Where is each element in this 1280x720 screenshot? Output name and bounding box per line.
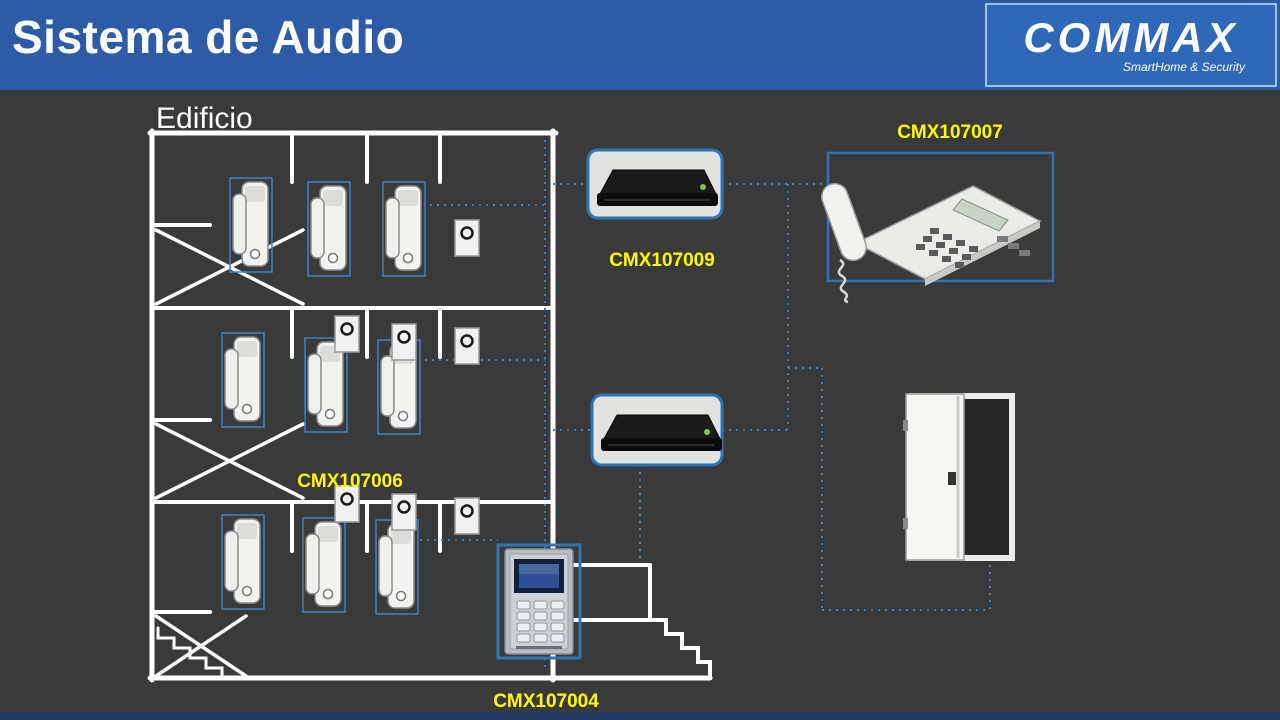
label-guard-phone: CMX107007: [897, 122, 1003, 143]
junction-box: [453, 218, 481, 258]
door-icon: [903, 393, 1015, 561]
intercom-handset: [221, 332, 265, 428]
junction-box: [390, 322, 418, 362]
slide-title: Sistema de Audio: [12, 11, 405, 63]
label-audio-interphone: CMX107006: [297, 471, 403, 492]
slide-header: Sistema de Audio COMMAX SmartHome & Secu…: [0, 0, 1280, 90]
label-door-station: CMX107004: [493, 691, 599, 712]
commax-tagline: SmartHome & Security: [1122, 59, 1245, 74]
audio-distributor-top-icon: [586, 148, 724, 220]
connection-lines: [420, 140, 991, 672]
junction-box: [453, 326, 481, 366]
junction-box: [453, 496, 481, 536]
junction-box: [333, 314, 361, 354]
intercom-handset: [302, 517, 346, 613]
intercom-handset: [307, 181, 351, 277]
intercom-handset: [375, 519, 419, 615]
commax-wordmark: COMMAX: [1023, 13, 1239, 61]
door-station-icon: [496, 543, 582, 660]
diagram-svg: Edificio CMX107007 CMX107009 CMX107006 C…: [147, 102, 1055, 712]
intercom-handset: [221, 514, 265, 610]
audio-distributor-mid-icon: [590, 393, 724, 467]
intercom-handsets: [221, 177, 426, 615]
label-audio-distributor: CMX107009: [609, 250, 715, 271]
guard-phone-icon: [821, 151, 1055, 304]
commax-logo: COMMAX SmartHome & Security: [985, 3, 1277, 87]
intercom-handset: [229, 177, 273, 273]
intercom-handset: [382, 181, 426, 277]
slide-footer-bar: [0, 712, 1280, 720]
building-label: Edificio: [156, 102, 253, 135]
diagram-area: Edificio CMX107007 CMX107009 CMX107006 C…: [0, 90, 1280, 712]
junction-box: [390, 492, 418, 532]
